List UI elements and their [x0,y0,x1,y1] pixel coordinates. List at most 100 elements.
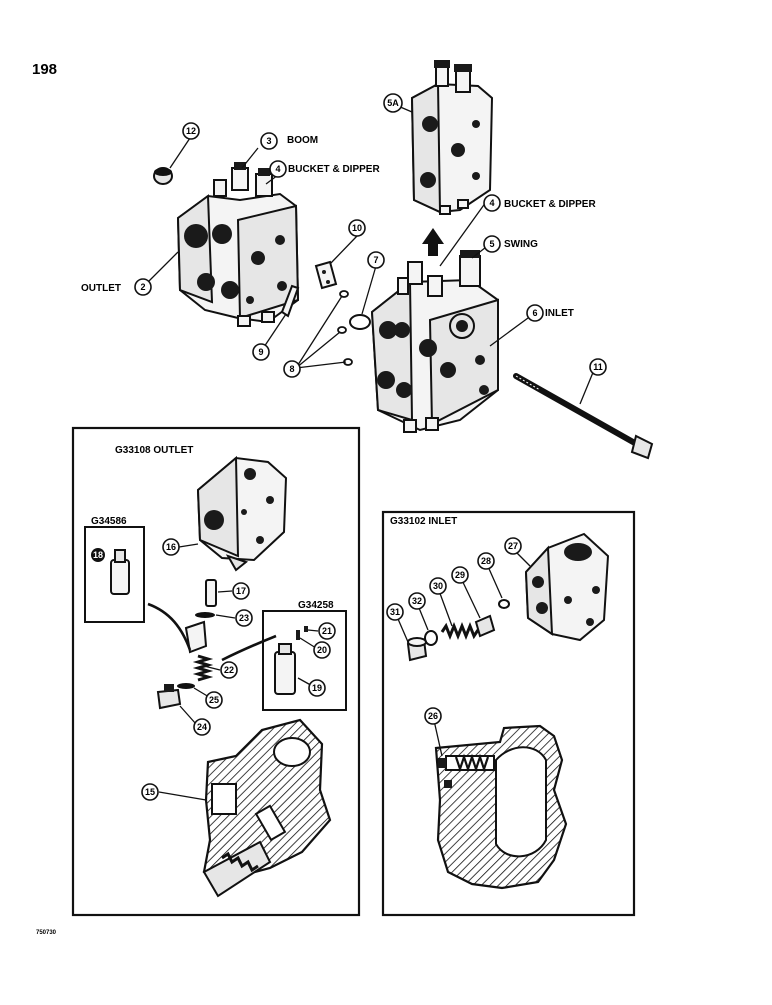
callout-9: 9 [252,343,270,361]
o-ring-part-32 [424,630,438,646]
housing-section-part-15 [202,718,332,898]
callout-25: 25 [205,691,223,709]
svg-text:32: 32 [412,596,422,606]
section-part-5a [410,60,494,215]
svg-text:20: 20 [317,645,327,655]
callout-16: 16 [162,538,180,556]
svg-text:15: 15 [145,787,155,797]
cartridge-part-18 [110,549,130,595]
svg-text:9: 9 [258,347,263,357]
callout-18: 18 [91,548,105,562]
svg-text:17: 17 [236,586,246,596]
part-21 [304,626,308,632]
callout-4-left: 4 [269,160,287,178]
callout-19: 19 [308,679,326,697]
leader-lines-outlet [158,543,319,801]
callout-21: 21 [318,622,336,640]
assembly-arrow [422,228,444,256]
svg-text:16: 16 [166,542,176,552]
svg-text:12: 12 [186,126,196,136]
label-bucket-dipper-right: BUCKET & DIPPER [504,199,596,210]
inlet-body-part-27 [524,532,610,642]
outlet-detail-box: G33108 OUTLET G34586 18 [71,426,361,917]
callout-5: 5 [483,235,501,253]
svg-text:6: 6 [532,308,537,318]
callout-10: 10 [348,219,366,237]
callout-15: 15 [141,783,159,801]
svg-text:21: 21 [322,626,332,636]
inlet-section-part-26 [434,724,568,890]
poppet-part-29 [474,614,496,638]
tie-bolt-part-11 [513,373,654,460]
callout-22: 22 [220,661,238,679]
callout-23: 23 [235,609,253,627]
svg-text:26: 26 [428,711,438,721]
callout-28: 28 [477,552,495,570]
callout-6: 6 [526,304,544,322]
callouts-outlet: 16 17 23 22 25 24 21 20 19 15 [141,538,336,801]
callout-32: 32 [408,592,426,610]
callout-17: 17 [232,582,250,600]
svg-text:30: 30 [433,581,443,591]
spring-part-22 [192,654,214,682]
svg-text:3: 3 [266,136,271,146]
outlet-box-title: G33108 OUTLET [115,445,193,456]
svg-text:23: 23 [239,613,249,623]
svg-text:11: 11 [593,362,603,372]
callout-3: 3 [260,132,278,150]
svg-text:2: 2 [140,282,145,292]
svg-text:25: 25 [209,695,219,705]
svg-text:4: 4 [275,164,280,174]
footer-code: 750730 [36,930,57,936]
seat-part-28 [498,599,510,609]
callout-29: 29 [451,566,469,584]
left-valve-assembly [176,162,300,327]
callout-7: 7 [367,251,385,269]
callout-26: 26 [424,707,442,725]
svg-text:10: 10 [352,223,362,233]
plate-part-10 [314,260,338,290]
page-number: 198 [32,61,57,78]
outlet-body-part-16 [196,455,288,572]
callouts-inlet: 31 32 30 29 28 27 26 [386,537,522,725]
svg-text:8: 8 [289,364,294,374]
callout-5a: 5A [383,93,403,113]
svg-text:28: 28 [481,556,491,566]
callout-12: 12 [182,122,200,140]
callouts-top: 12 3 4 2 10 7 9 8 5A 4 5 6 11 [134,93,607,378]
svg-text:27: 27 [508,541,518,551]
svg-text:24: 24 [197,722,207,732]
leader-lines-top [142,105,595,405]
right-valve-assembly [370,250,499,433]
svg-text:5: 5 [489,239,494,249]
callout-20: 20 [313,641,331,659]
callout-4-right: 4 [483,194,501,212]
svg-text:22: 22 [224,665,234,675]
pin-part-20 [296,630,300,640]
kit-g34258-label: G34258 [298,600,334,611]
callout-24: 24 [193,718,211,736]
svg-text:5A: 5A [387,98,399,108]
svg-text:4: 4 [489,198,494,208]
label-inlet: INLET [545,308,574,319]
o-ring-part-25 [177,683,195,689]
o-ring-part-23 [195,612,215,618]
svg-text:18: 18 [93,550,103,560]
label-outlet: OUTLET [81,283,121,294]
inlet-box-title: G33102 INLET [390,516,457,527]
spring-part-30 [440,621,480,641]
callout-2: 2 [134,278,152,296]
seal-part-7 [349,314,371,330]
kit-g34586-label: G34586 [91,516,127,527]
o-rings-part-8 [337,290,353,366]
svg-text:29: 29 [455,570,465,580]
svg-text:7: 7 [373,255,378,265]
label-bucket-dipper-left: BUCKET & DIPPER [288,164,380,175]
plug-part-24 [156,684,182,710]
inlet-detail-box: G33102 INLET [381,510,636,917]
cartridge-part-19 [274,643,296,695]
plug-part-31 [406,637,428,662]
callout-31: 31 [386,603,404,621]
